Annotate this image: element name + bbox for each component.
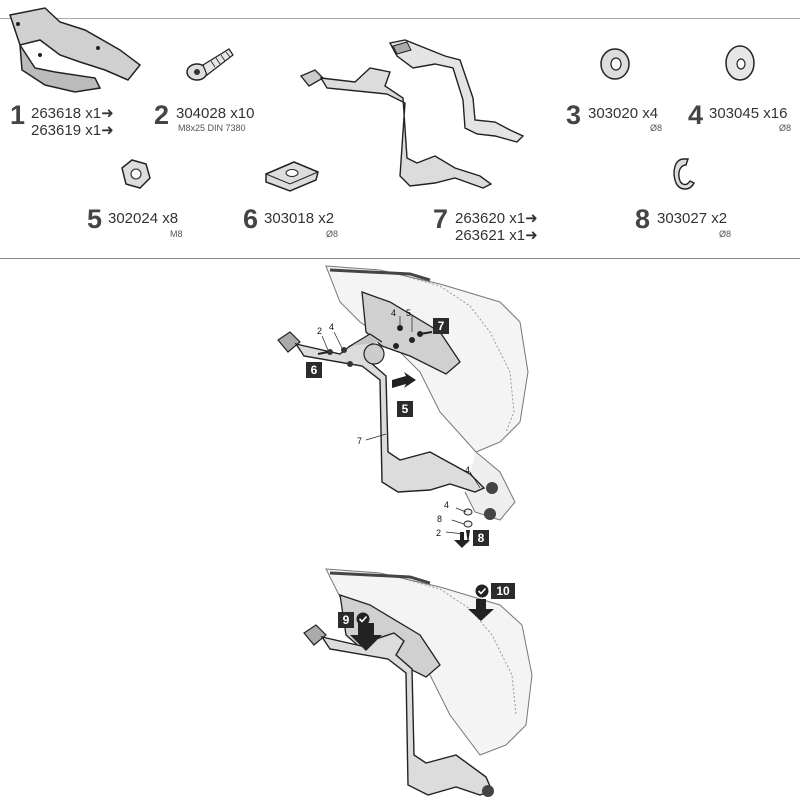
part-5-number: 5 bbox=[87, 204, 103, 234]
panel-top-rule bbox=[0, 18, 800, 19]
part-5-nut-drawing bbox=[121, 159, 151, 189]
label-2-bolt: 2 bbox=[317, 326, 323, 336]
callout-8: 8 bbox=[473, 530, 489, 546]
part-5-note: M8 bbox=[170, 229, 183, 239]
parts-list-panel: 1 263618 x1➜ 263619 x1➜ 2 304028 x10 M8x… bbox=[0, 0, 800, 259]
check-icon-step-10 bbox=[475, 584, 489, 598]
assembly-step-2-drawing bbox=[303, 568, 533, 797]
label-2-bolt-bottom: 2 bbox=[436, 528, 442, 538]
part-2-bolt-drawing bbox=[186, 48, 234, 81]
part-4-number: 4 bbox=[688, 100, 704, 130]
part-6-note: Ø8 bbox=[326, 229, 339, 239]
label-4-washer-lower: 4 bbox=[465, 465, 471, 475]
check-icon-step-9 bbox=[356, 612, 370, 626]
callout-6: 6 bbox=[306, 362, 322, 378]
part-4-code: 303045 x16 bbox=[709, 105, 788, 122]
part-3-washer-drawing bbox=[600, 48, 630, 80]
part-6-code: 303018 x2 bbox=[264, 210, 335, 227]
assembly-step-1-drawing bbox=[277, 265, 529, 548]
label-5-nut: 5 bbox=[406, 308, 412, 318]
part-8-spring-washer-drawing bbox=[673, 158, 695, 190]
callout-7: 7 bbox=[433, 318, 449, 334]
part-2-note: M8x25 DIN 7380 bbox=[178, 123, 246, 133]
callout-9: 9 bbox=[338, 612, 354, 628]
part-3-code: 303020 x4 bbox=[588, 105, 659, 122]
part-8-code: 303027 x2 bbox=[657, 210, 728, 227]
part-2-number: 2 bbox=[154, 100, 170, 130]
part-6-plate-drawing bbox=[265, 161, 319, 192]
part-7-code-left: 263621 x1➜ bbox=[455, 227, 538, 244]
part-8-note: Ø8 bbox=[719, 229, 732, 239]
part-8-number: 8 bbox=[635, 204, 651, 234]
part-4-note: Ø8 bbox=[779, 123, 792, 133]
part-1-code-left: 263619 x1➜ bbox=[31, 122, 114, 139]
part-5-code: 302024 x8 bbox=[108, 210, 179, 227]
part-1-number: 1 bbox=[10, 100, 26, 130]
callout-5: 5 bbox=[397, 401, 413, 417]
label-4-washer-bottom: 4 bbox=[444, 500, 450, 510]
label-7-frame: 7 bbox=[357, 436, 363, 446]
part-7-number: 7 bbox=[433, 204, 449, 234]
part-6-number: 6 bbox=[243, 204, 259, 234]
part-2-code: 304028 x10 bbox=[176, 105, 255, 122]
label-8-spring-washer: 8 bbox=[437, 514, 443, 524]
label-4-washer: 4 bbox=[329, 322, 335, 332]
part-7-bracket-drawing bbox=[299, 39, 525, 189]
label-4-washer-plate: 4 bbox=[391, 308, 397, 318]
part-3-number: 3 bbox=[566, 100, 582, 130]
part-7-code-right: 263620 x1➜ bbox=[455, 210, 538, 227]
part-3-note: Ø8 bbox=[650, 123, 663, 133]
part-1-bracket-drawing bbox=[9, 7, 142, 93]
callout-10: 10 bbox=[491, 583, 515, 599]
part-1-code-right: 263618 x1➜ bbox=[31, 105, 114, 122]
part-4-washer-drawing bbox=[725, 45, 755, 81]
